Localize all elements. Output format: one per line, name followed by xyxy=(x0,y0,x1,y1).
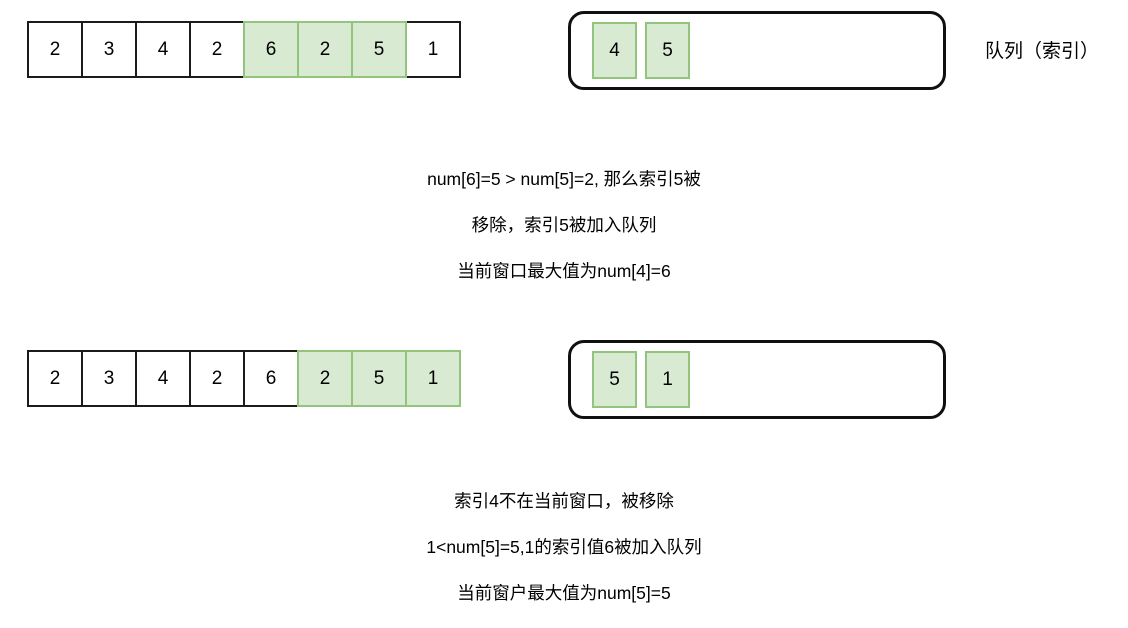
array-cell-highlighted: 1 xyxy=(405,350,461,407)
array-cell-highlighted: 5 xyxy=(351,21,407,78)
array-cell: 1 xyxy=(405,21,461,78)
array-cell: 2 xyxy=(27,21,83,78)
array-row-step-2: 2 3 4 2 6 2 5 1 xyxy=(27,350,461,407)
caption-line: 当前窗户最大值为num[5]=5 xyxy=(457,583,671,603)
caption-line: 索引4不在当前窗口，被移除 xyxy=(454,491,674,511)
queue-item: 5 xyxy=(592,351,637,408)
queue-box-step-2: 5 1 xyxy=(568,340,946,419)
caption-line: num[6]=5 > num[5]=2, 那么索引5被 xyxy=(427,169,701,189)
queue-box-step-1: 4 5 xyxy=(568,11,946,90)
queue-item: 5 xyxy=(645,22,690,79)
array-cell-highlighted: 2 xyxy=(297,21,353,78)
array-cell: 2 xyxy=(189,350,245,407)
caption-step-1: num[6]=5 > num[5]=2, 那么索引5被 移除，索引5被加入队列 … xyxy=(0,145,1128,306)
array-cell: 6 xyxy=(243,350,299,407)
array-cell: 4 xyxy=(135,21,191,78)
array-cell-highlighted: 6 xyxy=(243,21,299,78)
array-cell: 2 xyxy=(27,350,83,407)
array-cell: 3 xyxy=(81,21,137,78)
caption-line: 移除，索引5被加入队列 xyxy=(471,215,657,235)
queue-item: 4 xyxy=(592,22,637,79)
diagram-canvas: 2 3 4 2 6 2 5 1 4 5 队列（索引） num[6]=5 > nu… xyxy=(0,11,1128,603)
array-cell: 4 xyxy=(135,350,191,407)
array-cell: 2 xyxy=(189,21,245,78)
caption-line: 1<num[5]=5,1的索引值6被加入队列 xyxy=(426,537,702,557)
queue-label: 队列（索引） xyxy=(985,41,1100,62)
caption-line: 当前窗口最大值为num[4]=6 xyxy=(457,261,671,281)
array-row-step-1: 2 3 4 2 6 2 5 1 xyxy=(27,21,461,78)
array-cell-highlighted: 5 xyxy=(351,350,407,407)
queue-item: 1 xyxy=(645,351,690,408)
caption-step-2: 索引4不在当前窗口，被移除 1<num[5]=5,1的索引值6被加入队列 当前窗… xyxy=(0,467,1128,628)
array-cell: 3 xyxy=(81,350,137,407)
array-cell-highlighted: 2 xyxy=(297,350,353,407)
